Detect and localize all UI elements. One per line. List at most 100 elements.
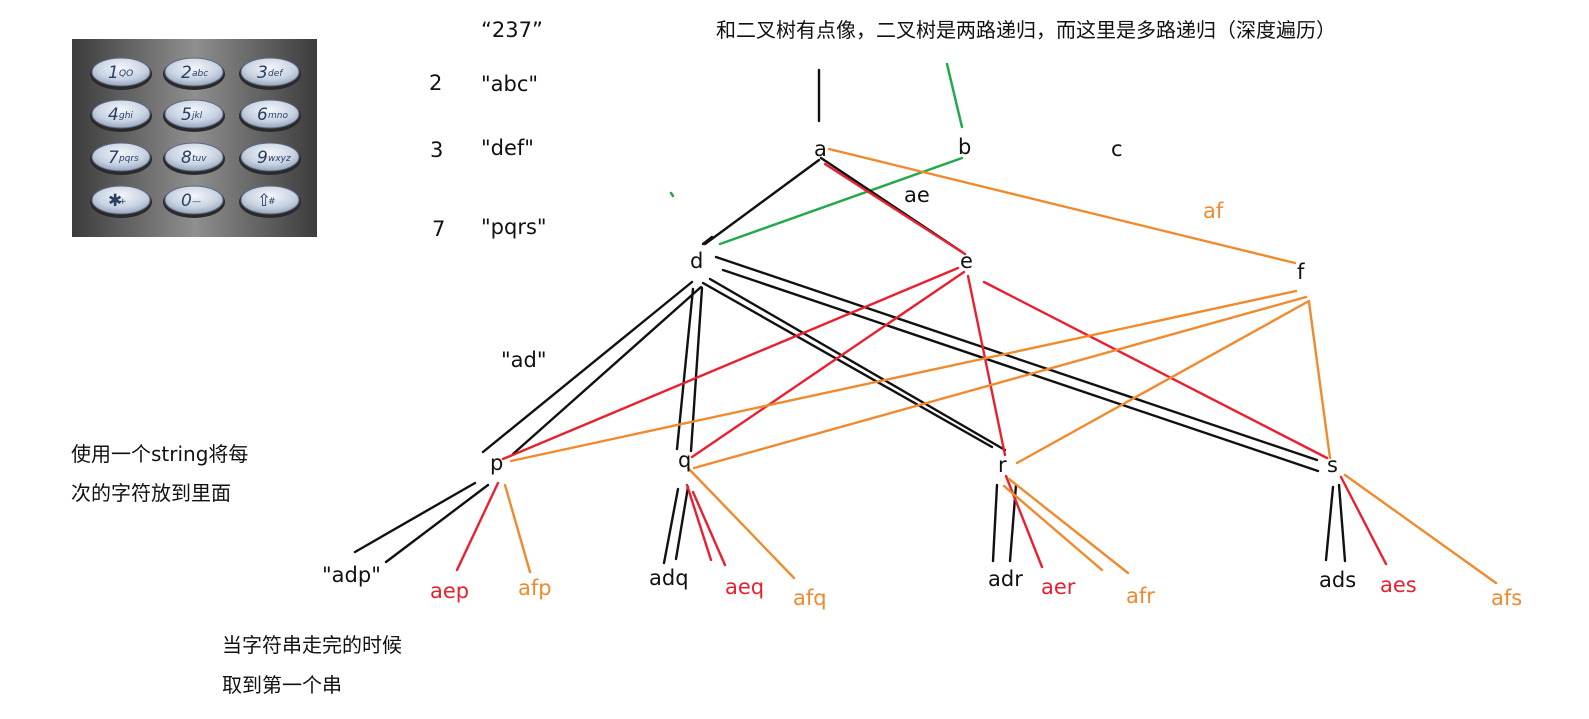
keypad-key-digit: 2 (181, 63, 192, 83)
keypad-key-digit: 5 (181, 105, 192, 125)
edge-p-to-adp-2 (384, 483, 490, 564)
leaf-adq: adq (649, 566, 689, 590)
node-c: c (1111, 137, 1123, 161)
keypad-key-letters: abc (192, 69, 208, 79)
note-left-line1: 使用一个string将每 (71, 442, 248, 466)
note-left-line2: 次的字符放到里面 (71, 481, 231, 505)
keypad-key-digit: ⇧ (257, 191, 271, 211)
edge-s-to-aes (1339, 475, 1388, 566)
keypad-key-digit: 9 (257, 148, 268, 168)
leaf-adp: "adp" (322, 563, 381, 587)
edge-d-to-s-1 (714, 255, 1319, 462)
edge-d-to-p-1 (481, 280, 694, 454)
leaf-afq: afq (793, 586, 827, 610)
keypad-key-digit: 7 (108, 148, 119, 168)
leaf-afs: afs (1491, 586, 1522, 610)
edge-p-to-afp (503, 483, 532, 574)
leaf-ads: ads (1319, 568, 1356, 592)
edge-d-to-q-2 (689, 286, 704, 453)
node-f: f (1297, 260, 1305, 284)
edge-s-to-ads-2 (1337, 483, 1347, 563)
edge-p-to-adp-1 (353, 481, 477, 554)
edge-d-to-q-1 (675, 287, 695, 451)
leaf-aes: aes (1380, 573, 1417, 597)
edge-f-to-s (1307, 300, 1332, 460)
keypad-key-letters: mno (268, 111, 288, 121)
keypad-key-letters: # (268, 197, 276, 207)
keypad-key-letters: jkl (190, 111, 203, 121)
edge-green-stroke-b (945, 62, 964, 129)
edge-q-to-adq-2 (674, 485, 690, 561)
keypad-key-letters: pqrs (118, 154, 139, 164)
edge-r-to-afr-1 (1007, 477, 1130, 575)
keypad-key-11: 0— (163, 185, 225, 218)
keypad-key-letters: def (268, 69, 284, 79)
edge-green-dot (669, 191, 675, 198)
keypad-key-10: ✱+ (90, 185, 152, 218)
mapping-digit-7: 7 (432, 217, 445, 241)
edge-label-ae: ae (904, 183, 930, 207)
edge-q-to-aeq-1 (685, 483, 713, 562)
edge-r-to-aer (1004, 474, 1044, 569)
keypad-key-digit: 4 (108, 105, 119, 125)
note-top: 和二叉树有点像，二叉树是两路递归，而这里是多路递归（深度遍历） (716, 18, 1336, 42)
edge-f-to-p (509, 289, 1298, 463)
leaf-afr: afr (1126, 584, 1155, 608)
edge-d-to-s-2 (721, 268, 1320, 473)
keypad-key-letters: wxyz (268, 154, 291, 164)
edge-d-mark (701, 235, 714, 246)
node-e: e (960, 249, 973, 273)
keypad-key-letters: ghi (119, 111, 133, 121)
edge-s-to-ads-1 (1324, 485, 1335, 562)
edge-a-to-f (827, 147, 1297, 265)
tree-edges (353, 62, 1498, 585)
edge-label-ad: "ad" (501, 348, 547, 372)
edge-f-to-r (1015, 299, 1311, 465)
keypad-key-letters: + (119, 197, 127, 207)
edge-d-to-r-1 (701, 281, 994, 449)
node-r: r (998, 453, 1007, 477)
keypad-key-digit: ✱ (108, 191, 122, 211)
mapping-letters-3: "def" (481, 136, 534, 160)
edge-r-to-adr-1 (991, 483, 999, 563)
tree-nodes: a b c d e f p q r s (490, 135, 1338, 477)
keypad-key-digit: 1 (108, 63, 119, 83)
edge-e-to-r (966, 274, 1007, 457)
node-a: a (814, 137, 827, 161)
edge-r-to-afr-2 (1002, 484, 1104, 572)
digit-mapping: “237” 2 "abc" 3 "def" 7 "pqrs" (429, 18, 547, 241)
edge-d-to-r-2 (708, 277, 1007, 452)
edge-p-to-aep (455, 481, 500, 572)
edge-a-to-d (703, 158, 821, 246)
keypad-key-digit: 6 (257, 105, 268, 125)
leaf-aer: aer (1041, 575, 1076, 599)
keypad-key-letters: QO (119, 69, 133, 79)
edge-d-to-p-2 (511, 285, 703, 456)
edge-q-to-adq-1 (662, 487, 680, 565)
mapping-digit-2: 2 (429, 71, 442, 95)
edge-e-to-p (501, 266, 960, 461)
leaf-afp: afp (518, 576, 552, 600)
node-b: b (958, 135, 971, 159)
keypad-key-12: ⇧# (239, 185, 301, 218)
note-bottom-line1: 当字符串走完的时候 (222, 633, 402, 657)
node-d: d (690, 249, 703, 273)
edge-f-to-q (692, 295, 1308, 470)
input-string: “237” (481, 18, 543, 42)
keypad-key-letters: tuv (192, 154, 207, 164)
leaf-adr: adr (988, 567, 1023, 591)
node-s: s (1327, 453, 1338, 477)
edge-label-af: af (1203, 199, 1224, 223)
tree-leaves: "adp" aep afp adq aeq afq adr aer afr ad… (322, 563, 1522, 610)
mapping-digit-3: 3 (430, 138, 443, 162)
